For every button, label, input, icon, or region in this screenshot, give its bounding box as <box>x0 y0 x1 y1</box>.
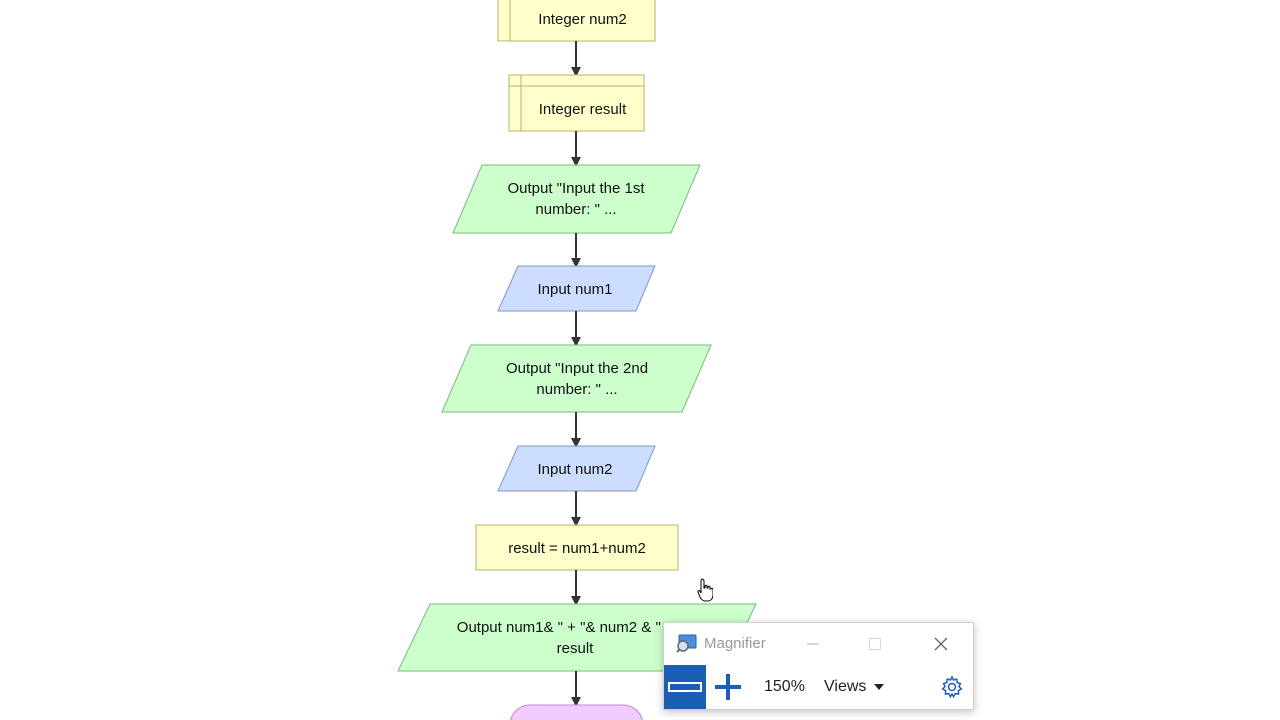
magnifier-window[interactable]: Magnifier 150% Views <box>663 622 974 710</box>
hand-cursor-icon <box>697 578 713 602</box>
input-num2-node[interactable] <box>497 445 656 492</box>
gear-icon <box>941 675 963 699</box>
magnifier-titlebar[interactable]: Magnifier <box>664 623 973 665</box>
input-num1-node[interactable] <box>497 265 656 312</box>
output-1-label: Output "Input the 1st number: " ... <box>507 180 645 218</box>
output-3-label: Output num1& " + "& num2 & " = "& result <box>456 619 694 657</box>
zoom-out-button[interactable] <box>664 665 706 709</box>
zoom-level-readout: 150% <box>764 678 805 695</box>
assign-result-node[interactable] <box>475 524 679 571</box>
end-node[interactable] <box>510 704 643 720</box>
chevron-down-icon <box>874 684 885 690</box>
declare-result-label: Integer result <box>538 100 627 118</box>
maximize-icon <box>869 638 881 650</box>
minimize-button[interactable] <box>798 631 828 657</box>
settings-button[interactable] <box>938 673 966 701</box>
views-label: Views <box>824 678 867 695</box>
close-button[interactable] <box>926 631 956 657</box>
magnifier-toolbar: 150% Views <box>664 665 973 709</box>
magnifier-app-icon <box>676 634 697 653</box>
output-2-label: Output "Input the 2nd number: " ... <box>505 360 649 398</box>
views-dropdown[interactable]: Views <box>824 673 885 701</box>
declare-num2-label: Integer num2 <box>538 10 627 28</box>
zoom-in-button[interactable] <box>710 665 746 709</box>
input-num2-label: Input num2 <box>537 460 613 478</box>
output-1-node[interactable] <box>452 164 701 234</box>
output-2-node[interactable] <box>441 344 712 413</box>
magnifier-title: Magnifier <box>704 635 766 652</box>
maximize-button[interactable] <box>860 631 890 657</box>
input-num1-label: Input num1 <box>537 280 613 298</box>
minimize-icon <box>807 643 819 645</box>
zoom-out-icon <box>668 682 702 692</box>
assign-result-label: result = num1+num2 <box>508 539 646 557</box>
zoom-in-icon <box>715 674 741 700</box>
declare-num2-node[interactable] <box>497 0 656 42</box>
close-icon <box>934 637 948 651</box>
